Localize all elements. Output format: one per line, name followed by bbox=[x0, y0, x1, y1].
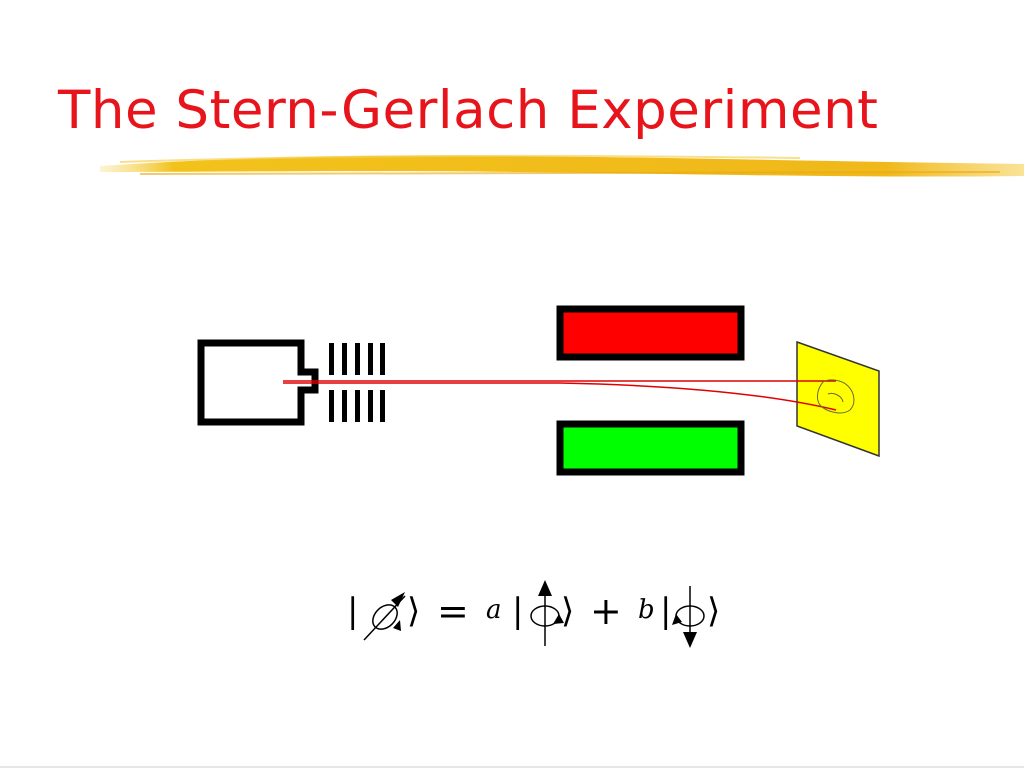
slide-bottom-rule bbox=[0, 766, 1024, 768]
equals-sign: = bbox=[437, 589, 469, 633]
spin-superposition-equation: | ⟩ = a | ⟩ + b | ⟩ bbox=[347, 580, 720, 648]
coefficient-a: a bbox=[486, 595, 502, 625]
ket-close-1: ⟩ bbox=[407, 591, 420, 631]
magnet-south bbox=[556, 420, 745, 476]
coefficient-b: b bbox=[638, 595, 655, 625]
plus-sign: + bbox=[590, 589, 622, 633]
detection-screen bbox=[796, 340, 880, 458]
ket-close-3: ⟩ bbox=[707, 591, 720, 631]
magnet-north bbox=[556, 305, 745, 361]
atom-beam bbox=[283, 380, 837, 411]
title-underline-brush bbox=[100, 154, 1024, 177]
ket-open-1: | bbox=[347, 591, 358, 631]
ket-close-2: ⟩ bbox=[561, 591, 574, 631]
ket-open-3: | bbox=[660, 591, 671, 631]
oven-icon bbox=[197, 339, 319, 426]
spin-up-icon bbox=[530, 580, 564, 646]
deposit-pattern bbox=[816, 379, 855, 414]
ket-open-2: | bbox=[512, 591, 523, 631]
slide-title: The Stern-Gerlach Experiment bbox=[58, 80, 879, 141]
collimator-slits bbox=[329, 343, 385, 422]
spin-down-icon bbox=[672, 586, 705, 648]
tilted-spin-icon bbox=[363, 592, 406, 641]
